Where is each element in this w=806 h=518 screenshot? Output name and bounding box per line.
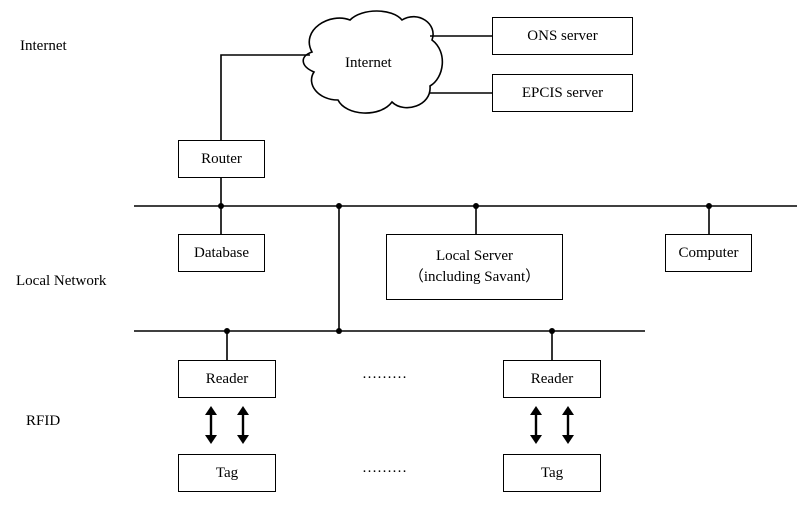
internet-cloud bbox=[302, 10, 444, 114]
reader-box: Reader bbox=[178, 360, 276, 398]
database-label: Database bbox=[194, 244, 249, 261]
ons-server-box: ONS server bbox=[492, 17, 633, 55]
tag-box: Tag bbox=[178, 454, 276, 492]
link-cloud-router bbox=[220, 54, 310, 140]
local-server-label: Local Server bbox=[435, 248, 514, 264]
tag-label: Tag bbox=[540, 464, 564, 481]
junction-dot bbox=[706, 203, 712, 209]
computer-box: Computer bbox=[665, 234, 752, 272]
junction-dot bbox=[473, 203, 479, 209]
layer-label-rfid: RFID bbox=[26, 413, 61, 429]
reader-label: Reader bbox=[205, 370, 249, 387]
layer-label-local-network: Local Network bbox=[16, 273, 107, 289]
local-server-box: Local Server （including Savant） bbox=[386, 234, 563, 300]
local-server-sublabel: （including Savant） bbox=[408, 269, 541, 285]
cloud-label: Internet bbox=[345, 55, 392, 71]
epcis-server-label: EPCIS server bbox=[521, 84, 604, 101]
layer-label-internet: Internet bbox=[20, 38, 67, 54]
router-box: Router bbox=[178, 140, 265, 178]
ellipsis-tags: ……… bbox=[362, 460, 407, 476]
epcis-server-box: EPCIS server bbox=[492, 74, 633, 112]
double-arrow-icon bbox=[237, 406, 249, 444]
reader-label: Reader bbox=[530, 370, 574, 387]
tag-box: Tag bbox=[503, 454, 601, 492]
reader-box: Reader bbox=[503, 360, 601, 398]
tag-label: Tag bbox=[215, 464, 239, 481]
junction-dot bbox=[336, 203, 342, 209]
ellipsis-readers: ……… bbox=[362, 366, 407, 382]
router-label: Router bbox=[201, 150, 242, 167]
junction-dot bbox=[549, 328, 555, 334]
ons-server-label: ONS server bbox=[527, 27, 598, 44]
junction-dot bbox=[336, 328, 342, 334]
double-arrow-icon bbox=[205, 406, 217, 444]
double-arrow-icon bbox=[562, 406, 574, 444]
double-arrow-icon bbox=[530, 406, 542, 444]
junction-dot bbox=[224, 328, 230, 334]
junction-dot bbox=[218, 203, 224, 209]
computer-label: Computer bbox=[678, 244, 739, 261]
database-box: Database bbox=[178, 234, 265, 272]
